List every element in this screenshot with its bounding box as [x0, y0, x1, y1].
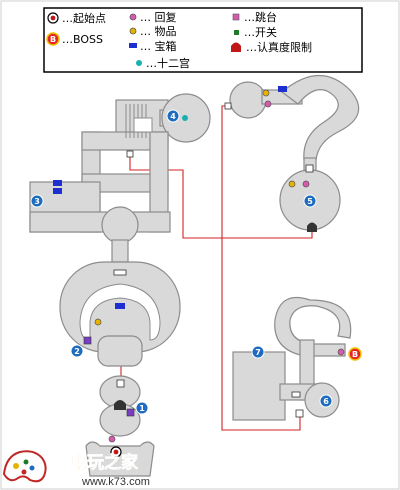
room-markers: 4 3 5 2 7 1 6 B [30, 109, 362, 415]
arena-inner-track [79, 283, 161, 341]
room-marker-5[interactable]: 5 [303, 194, 317, 208]
door-marker [116, 379, 125, 388]
restriction-gate-icon [231, 42, 241, 52]
legend-restriction-label: …认真度限制 [246, 40, 312, 54]
chest-pickup [278, 86, 287, 92]
room-marker-1[interactable]: 1 [135, 401, 149, 415]
room-upper-right [229, 81, 267, 119]
chest-pickup [53, 180, 62, 186]
arena-stem [97, 335, 143, 367]
start-point-icon [47, 12, 59, 24]
item-pickup [94, 318, 102, 326]
item-pickup [288, 180, 296, 188]
room-marker-3[interactable]: 3 [30, 194, 44, 208]
legend-switch-label: …开关 [244, 25, 277, 39]
gamepad-logo-icon [2, 450, 47, 483]
room-marker-6[interactable]: 6 [319, 394, 333, 408]
recovery-pickup [302, 180, 310, 188]
recovery-icon [129, 13, 137, 21]
room-marker-7[interactable]: 7 [251, 345, 265, 359]
watermark-url: www.k73.com [81, 476, 150, 488]
door-marker [291, 391, 301, 398]
item-icon [129, 27, 137, 35]
recovery-pickup [337, 348, 345, 356]
loop-path [274, 296, 352, 357]
connector-3-to-5 [129, 150, 313, 239]
room-marker-4[interactable]: 4 [166, 109, 180, 123]
chest-pickup [53, 188, 62, 194]
legend: …起始点 B …BOSS … 回复 … 物品 … 宝箱 …十二宫 …跳台 …开关… [43, 7, 363, 73]
legend-box [43, 7, 363, 73]
map-icons [53, 86, 345, 443]
room-marker-2-label: 2 [74, 347, 80, 356]
door-marker [305, 164, 314, 173]
legend-zodiac-label: …十二宫 [146, 56, 190, 70]
junction-room [101, 206, 139, 244]
restriction-gate [307, 222, 317, 232]
item-pickup [262, 89, 270, 97]
door-marker [113, 269, 127, 276]
jump-pad [126, 408, 135, 417]
recovery-pickup [108, 435, 116, 443]
jump-pad [83, 336, 92, 345]
door-marker [224, 102, 232, 110]
stairs-detail [125, 104, 153, 138]
boss-marker[interactable]: B [348, 347, 362, 361]
boss-marker-label: B [352, 350, 358, 359]
legend-item-label: … 物品 [140, 24, 177, 38]
room-marker-4-label: 4 [170, 112, 176, 121]
switch-icon [234, 30, 239, 35]
boss-icon: B [46, 32, 60, 46]
room-7 [232, 351, 286, 421]
zodiac-icon [136, 60, 142, 66]
room-marker-5-label: 5 [307, 197, 313, 206]
chest-pickup [115, 303, 125, 309]
legend-jump-label: …跳台 [244, 10, 277, 24]
room-marker-7-label: 7 [255, 348, 261, 357]
corridor-to-2 [111, 239, 129, 263]
watermark: 电玩之家 www.k73.com [2, 450, 150, 488]
jump-pad-icon [232, 13, 240, 21]
zodiac-marker [182, 115, 188, 121]
start-point-marker [110, 446, 122, 458]
door-marker [126, 150, 134, 158]
legend-start-label: …起始点 [62, 11, 106, 25]
watermark-brand: 电玩之家 [70, 452, 138, 472]
corridor-bottom [29, 211, 171, 233]
start-room [85, 441, 155, 477]
room-marker-3-label: 3 [34, 197, 40, 206]
legend-recovery-label: … 回复 [140, 10, 177, 24]
boss-icon-letter: B [50, 35, 56, 44]
room-marker-1-label: 1 [139, 404, 145, 413]
recovery-pickup [264, 100, 272, 108]
chest-icon [129, 43, 137, 48]
legend-boss-label: …BOSS [62, 33, 103, 46]
legend-chest-label: … 宝箱 [140, 39, 177, 53]
room-marker-6-label: 6 [323, 397, 329, 406]
restriction-gate [114, 400, 126, 410]
room-marker-2[interactable]: 2 [70, 344, 84, 358]
door-marker [295, 409, 304, 418]
